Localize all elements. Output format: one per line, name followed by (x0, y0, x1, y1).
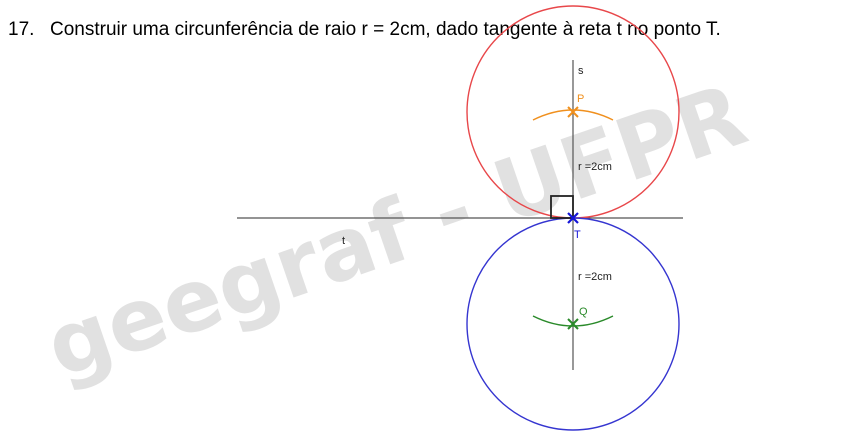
point-q-marker (567, 318, 579, 330)
problem-number: 17. (8, 19, 35, 40)
watermark: geegraf - UFPR (34, 65, 758, 398)
problem-statement: 17. Construir uma circunferência de raio … (8, 19, 721, 41)
label-point-t: T (574, 229, 581, 241)
label-line-s: s (578, 65, 584, 77)
right-angle-marker (550, 195, 574, 219)
label-radius-upper: r =2cm (578, 161, 612, 173)
label-line-t: t (342, 235, 345, 247)
point-p-marker (567, 106, 579, 118)
label-point-q: Q (579, 306, 588, 318)
point-t-marker (567, 212, 579, 224)
label-radius-lower: r =2cm (578, 271, 612, 283)
arc-lower (532, 315, 614, 327)
arc-upper (532, 109, 614, 121)
problem-text: Construir uma circunferência de raio r =… (50, 19, 721, 40)
label-point-p: P (577, 93, 584, 105)
